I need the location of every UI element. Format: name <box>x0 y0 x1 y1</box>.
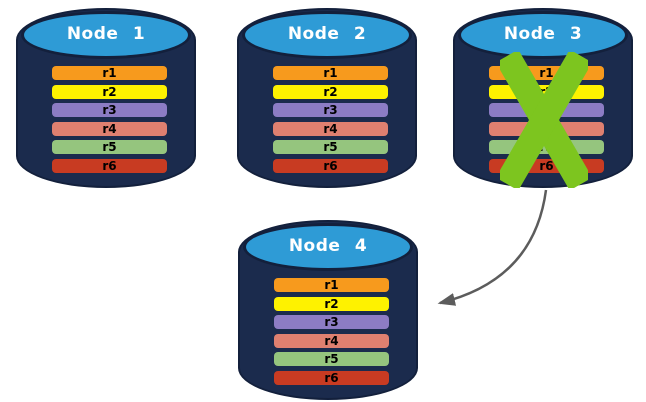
replica-row-list: r1 r2 r3 r4 r5 r6 <box>273 66 388 173</box>
replica-row: r6 <box>273 158 388 173</box>
node-title: Node 3 <box>503 24 583 44</box>
arrow-curve <box>437 189 548 306</box>
replica-row: r1 <box>273 66 388 80</box>
replica-row: r3 <box>273 103 388 117</box>
cylinder-top-ellipse: Node 4 <box>243 223 413 271</box>
replica-row-list: r1 r2 r3 r4 r5 r6 <box>274 278 389 385</box>
replica-row: r2 <box>274 296 389 311</box>
cylinder-top-ellipse: Node 2 <box>242 11 412 59</box>
replica-row: r5 <box>274 352 389 366</box>
failure-x-icon <box>500 52 588 188</box>
database-node: Node 4 r1 r2 r3 r4 r5 r6 <box>238 220 418 400</box>
replica-row: r5 <box>52 140 167 154</box>
replica-row: r5 <box>273 140 388 154</box>
replica-row: r2 <box>273 84 388 99</box>
node-title: Node 4 <box>288 236 368 256</box>
replica-row: r2 <box>52 84 167 99</box>
cylinder-top-ellipse: Node 1 <box>21 11 191 59</box>
node-title: Node 2 <box>287 24 367 44</box>
replica-row: r3 <box>52 103 167 117</box>
replica-row: r1 <box>52 66 167 80</box>
replica-row: r4 <box>274 333 389 348</box>
replica-row: r4 <box>273 121 388 136</box>
cylinder-top-ellipse: Node 3 <box>458 11 628 59</box>
database-node: Node 2 r1 r2 r3 r4 r5 r6 <box>237 8 417 188</box>
database-node: Node 1 r1 r2 r3 r4 r5 r6 <box>16 8 196 188</box>
replica-row: r6 <box>274 370 389 385</box>
node-title: Node 1 <box>66 24 146 44</box>
replica-row: r3 <box>274 315 389 329</box>
replica-row: r6 <box>52 158 167 173</box>
replica-row-list: r1 r2 r3 r4 r5 r6 <box>52 66 167 173</box>
replica-row: r4 <box>52 121 167 136</box>
replica-row: r1 <box>274 278 389 292</box>
